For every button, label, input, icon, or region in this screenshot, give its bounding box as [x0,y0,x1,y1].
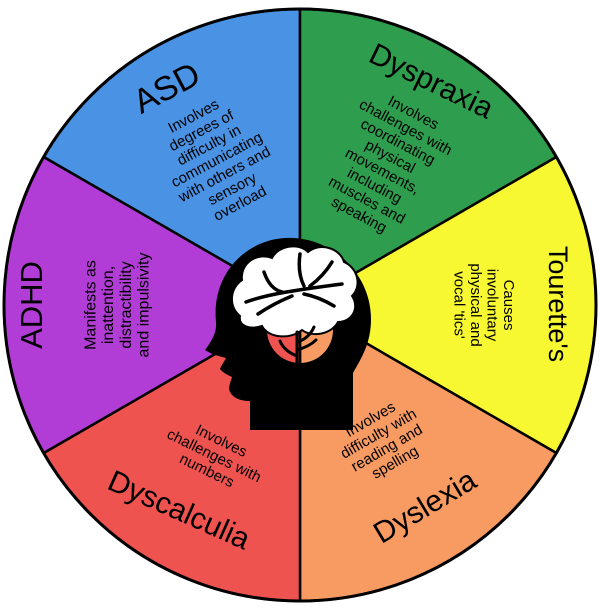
segment-dyslexia-description: Involvesdifficulty withreading andspelli… [329,391,436,491]
brain-stem-icon [278,325,318,396]
segment-tourettes-label: Tourette's [543,246,573,362]
segment-tourettes-description: Causesinvoluntaryphysical andvocal 'tics… [450,263,517,346]
head-with-brain-icon [205,237,371,430]
segment-adhd-label: ADHD [14,261,49,349]
segment-dyspraxia-description: Involveschallenges withcoordinatingphysi… [310,81,463,246]
wheel-outline [2,7,598,603]
brain-branches-icon [244,252,344,316]
segment-adhd-description: Manifests asinattention,distractibilitya… [83,253,153,358]
